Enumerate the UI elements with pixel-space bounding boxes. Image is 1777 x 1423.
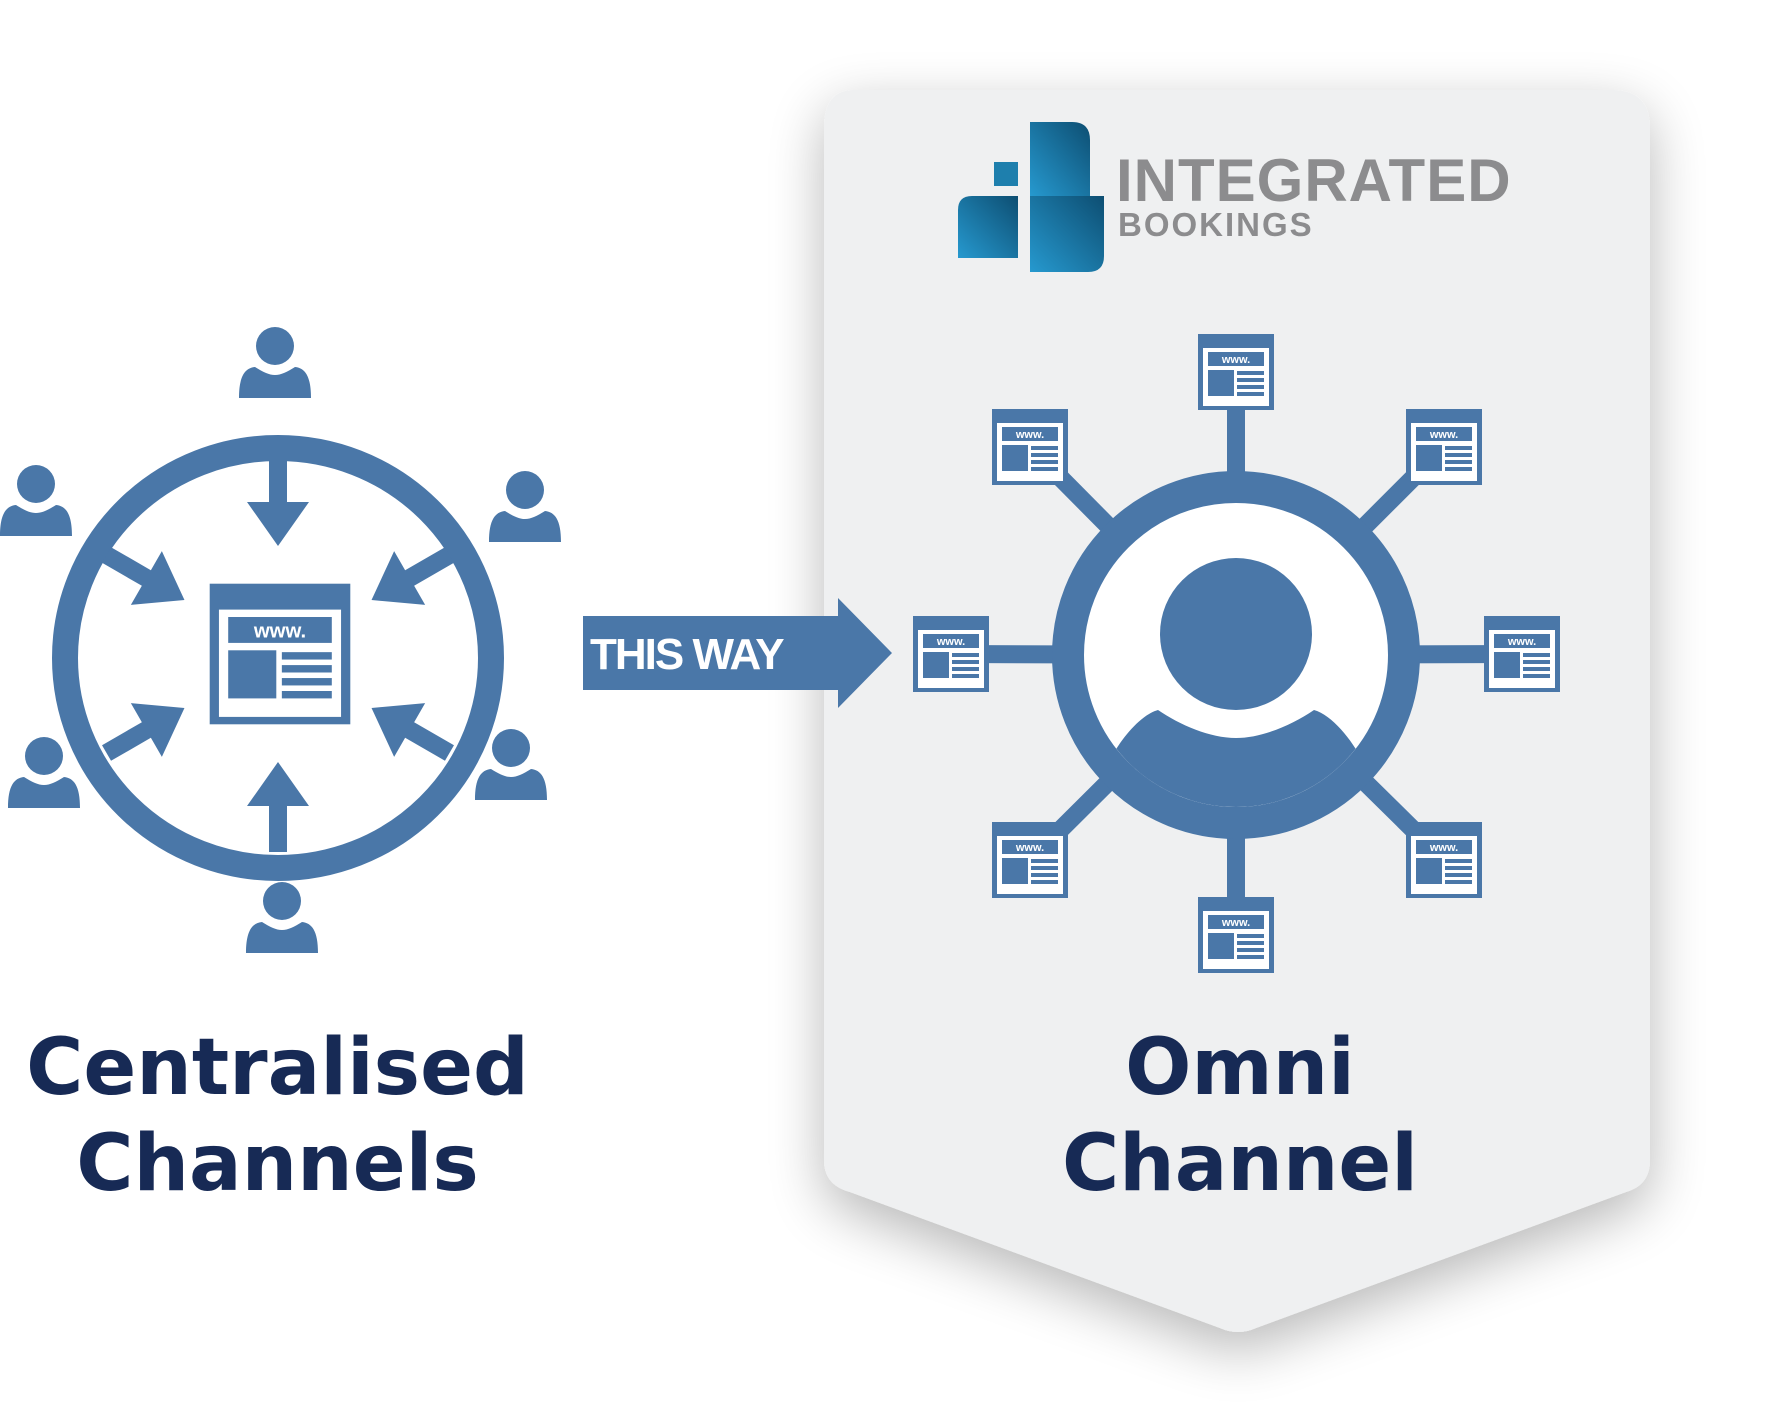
inward-arrows [102,456,454,852]
inward-arrow [247,762,309,852]
caption-line: Channels [76,1119,479,1209]
caption-line: Channel [1061,1119,1419,1209]
person-icon [239,327,311,398]
website-icon [1406,409,1482,485]
person-icon [489,471,561,542]
inward-arrow [247,456,309,546]
inward-arrow [102,547,185,605]
centralised-channels-caption: Centralised Channels [10,1020,545,1212]
website-icon [1198,897,1274,973]
website-icon [992,409,1068,485]
this-way-arrow [583,598,892,708]
inward-arrow [371,703,454,761]
omni-channel-caption: Omni Channel [990,1020,1490,1212]
website-icon [1198,334,1274,410]
integrated-bookings-logo-mark [958,122,1104,272]
person-icon [8,737,80,808]
person-icon [0,465,72,536]
website-icon [992,822,1068,898]
omni-user-icon [1110,558,1362,807]
inward-arrow [371,547,454,605]
logo-wordmark-bookings: BOOKINGS [1118,206,1314,243]
central-website-icon: www. [209,583,351,725]
caption-line: Omni [1125,1023,1355,1113]
centralised-ring [52,435,504,881]
caption-line: Centralised [26,1023,529,1113]
svg-text:www.: www. [253,620,306,642]
logo-wordmark-integrated: INTEGRATED [1116,147,1512,214]
this-way-label: THIS WAY [590,630,785,679]
website-icon [1484,616,1560,692]
person-icon [246,882,318,953]
inward-arrow [102,703,185,761]
website-icon [913,616,989,692]
website-icon [1406,822,1482,898]
